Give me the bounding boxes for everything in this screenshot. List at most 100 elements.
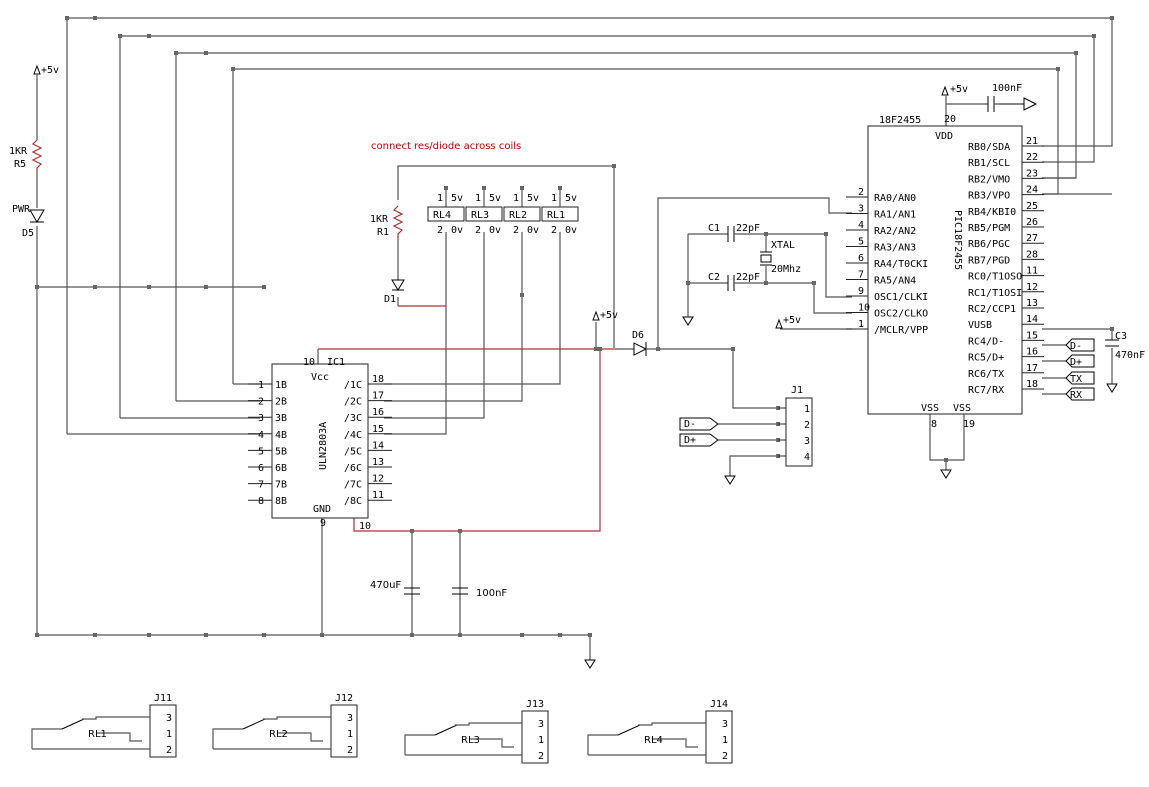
ic1-pin-num: 6: [258, 463, 264, 474]
net-flag: [1065, 354, 1095, 368]
relay-pin1: 1: [551, 193, 557, 204]
relay-contact-label: RL2: [269, 729, 288, 740]
junction-dot: [764, 232, 768, 236]
junction-dot: [231, 67, 235, 71]
net-flag-label: D-: [1070, 341, 1082, 352]
svg-text:22pF: 22pF: [736, 272, 760, 283]
pic-pin-name: RB3/VPO: [968, 191, 1010, 202]
svg-text:D5: D5: [22, 228, 34, 239]
ground-icon: [682, 316, 694, 326]
ic1-pin-num: 18: [372, 374, 384, 385]
junction-dot: [686, 281, 690, 285]
ic1-pin-name: /5C: [344, 446, 362, 457]
pic-pin-num: 16: [1026, 347, 1038, 358]
ic1-pin-num: 11: [372, 490, 384, 501]
output-connector: [521, 710, 549, 764]
svg-text:C1: C1: [708, 223, 720, 234]
pic-pin-name: RC7/RX: [968, 385, 1004, 396]
ic1-pin-num: 5: [258, 446, 264, 457]
svg-text:J1: J1: [791, 385, 803, 396]
svg-text:10: 10: [359, 521, 371, 532]
relay-contact-wire: [404, 734, 435, 755]
pic-pin-name: RB6/PGC: [968, 239, 1010, 250]
junction-dot: [594, 347, 598, 351]
pic-pin-num: 2: [858, 187, 864, 198]
junction-dot: [1092, 34, 1096, 38]
svg-text:20Mhz: 20Mhz: [771, 264, 801, 275]
junction-dot: [204, 633, 208, 637]
pic-pin-name: /MCLR/VPP: [874, 325, 928, 336]
svg-text:R5: R5: [14, 159, 26, 170]
ic1-pin-num: 2: [258, 397, 264, 408]
pic-pin-name: RB2/VMO: [968, 174, 1010, 185]
svg-text:+5v: +5v: [600, 310, 618, 321]
output-pin-num: 3: [722, 719, 728, 730]
ic1-pin-num: 12: [372, 474, 384, 485]
ic1-pin-name: 2B: [275, 397, 287, 408]
relay-contact-wire: [652, 738, 698, 748]
relay-v2: 0v: [527, 225, 539, 236]
vcc-symbol-pic: +5v: [941, 84, 968, 96]
svg-text:9: 9: [320, 518, 326, 529]
junction-dot: [410, 633, 414, 637]
pic-pin-num: 13: [1026, 298, 1038, 309]
pic-pin-name: RB5/PGM: [968, 223, 1010, 234]
pic-pin-num: 15: [1026, 330, 1038, 341]
svg-text:19: 19: [963, 419, 975, 430]
junction-dot: [174, 51, 178, 55]
svg-text:22pF: 22pF: [736, 223, 760, 234]
pic-pin-num: 4: [858, 220, 864, 231]
pic-pin-name: RB4/KBI0: [968, 207, 1016, 218]
resistor-r1: [392, 205, 404, 240]
relay-contact-label: RL1: [88, 729, 107, 740]
relay-pin2: 2: [437, 225, 443, 236]
junction-dot: [320, 633, 324, 637]
pic-pin-num: 21: [1026, 136, 1038, 147]
junction-dot: [93, 285, 97, 289]
pic-pin-num: 11: [1026, 266, 1038, 277]
svg-text:GND: GND: [313, 504, 331, 515]
junction-dot: [204, 285, 208, 289]
diode-d6: D6: [632, 330, 652, 356]
ic1-pin-name: /8C: [344, 496, 362, 507]
svg-text:C3: C3: [1115, 331, 1127, 342]
pic-pin-name: OSC2/CLKO: [874, 309, 928, 320]
pic-pin-name: RC2/CCP1: [968, 304, 1016, 315]
ic1-pin-name: 3B: [275, 413, 287, 424]
crystal-section: C1 22pF C2 22pF XTAL 20Mhz: [708, 223, 801, 291]
pic-pin-num: 12: [1026, 282, 1038, 293]
output-connector: [705, 710, 733, 764]
output-pin-num: 1: [722, 735, 728, 746]
ic1-pin-num: 1: [258, 380, 264, 391]
svg-text:XTAL: XTAL: [771, 240, 795, 251]
ic1-pin-name: 4B: [275, 430, 287, 441]
junction-dot: [262, 633, 266, 637]
svg-text:100nF: 100nF: [476, 588, 507, 599]
pic-pin-name: RA5/AN4: [874, 276, 916, 287]
pic18f2455-chip: 18F2455 VDD 20 VSS VSS 8 19 PIC18F2455 2…: [846, 114, 1044, 430]
relay-contact-wire: [31, 728, 62, 749]
output-pin-num: 1: [347, 729, 353, 740]
net-flag: [1065, 338, 1095, 352]
pic-pin-num: 18: [1026, 379, 1038, 390]
ic1-pin-name: /1C: [344, 380, 362, 391]
svg-text:D+: D+: [684, 435, 696, 446]
ic1-pin-name: 8B: [275, 496, 287, 507]
svg-text:1KR: 1KR: [9, 146, 28, 157]
relay-contact-wire: [96, 732, 142, 742]
relay-switch-icon: [434, 724, 458, 736]
j1-pin-num: 1: [804, 404, 810, 415]
junction-dot: [444, 186, 448, 190]
junction-dot: [262, 285, 266, 289]
relay-contact-wire: [469, 738, 514, 748]
ic1-pin-num: 13: [372, 457, 384, 468]
ic1-pin-name: /2C: [344, 397, 362, 408]
pic-pin-name: RA4/T0CKI: [874, 259, 928, 270]
relay-v1: 5v: [451, 193, 463, 204]
output-connector: [149, 704, 177, 758]
relay-contact-label: RL4: [644, 735, 663, 746]
junction-dot: [482, 186, 486, 190]
vdd-capacitor: 100nF: [987, 83, 1038, 112]
